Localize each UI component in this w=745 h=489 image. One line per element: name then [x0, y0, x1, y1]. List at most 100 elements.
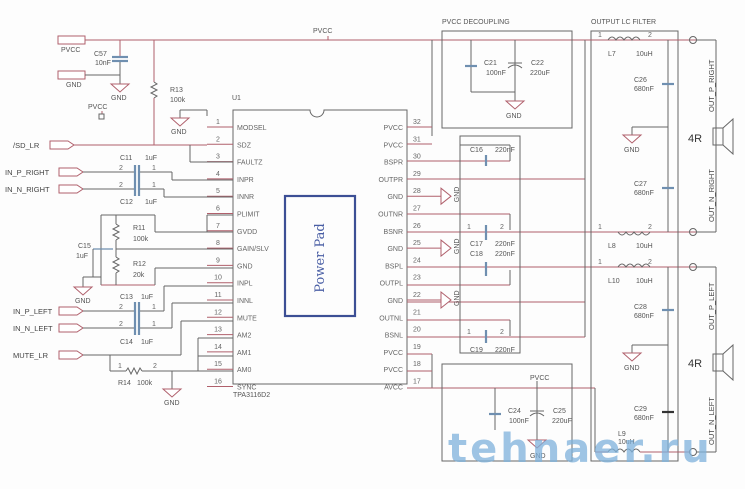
- svg-text:C27: C27: [634, 181, 647, 188]
- sd-net: /SD_LR: [13, 140, 233, 163]
- pin-name: OUTPL: [380, 281, 403, 288]
- pin-number: 3: [216, 154, 220, 161]
- gnd-symbol: GND: [72, 277, 94, 305]
- pin-number: 5: [216, 188, 220, 195]
- pin-number: 6: [216, 206, 220, 213]
- pin-number: 18: [413, 361, 421, 368]
- svg-text:680nF: 680nF: [634, 313, 654, 320]
- pin-name: GND: [237, 263, 253, 270]
- svg-text:OUT_N_LEFT: OUT_N_LEFT: [707, 397, 716, 445]
- pin-number: 26: [413, 223, 421, 230]
- watermark: tehnaer.ru: [448, 426, 713, 472]
- svg-text:R13: R13: [170, 87, 183, 94]
- pin-name: BSPR: [384, 160, 403, 167]
- pin-name: PLIMIT: [237, 212, 260, 219]
- pvcc-lower-block: PVCC C24 100nF C25 220uF GND: [441, 363, 573, 462]
- pvcc-input-port[interactable]: PVCC: [57, 35, 86, 54]
- pvcc-testpoint[interactable]: PVCC: [88, 104, 107, 120]
- pin-number: 20: [413, 327, 421, 334]
- pin-number: 9: [216, 257, 220, 264]
- terminal-out-p-left[interactable]: [689, 263, 697, 271]
- svg-text:PVCC: PVCC: [88, 104, 107, 111]
- svg-text:100nF: 100nF: [486, 70, 506, 77]
- ic-u1: U1 TPA3116D2 Power Pad 1MODSEL2SDZ3FAULT…: [207, 95, 421, 399]
- ic-ref: U1: [232, 95, 241, 102]
- gnd-symbol: GND: [169, 109, 208, 136]
- svg-text:1: 1: [598, 32, 602, 39]
- pin-name: PVCC: [384, 142, 403, 149]
- capacitor-c16: C16 220nF: [470, 147, 515, 166]
- svg-text:C11: C11: [120, 155, 132, 162]
- pvcc-rail: PVCC: [85, 28, 700, 41]
- pin-number: 16: [214, 379, 222, 386]
- svg-text:R14: R14: [118, 380, 131, 387]
- gnd-input-port[interactable]: GND: [57, 70, 86, 89]
- pvcc-decoupling-block: PVCC DECOUPLING C21 100nF C22 220uF GND: [441, 19, 573, 129]
- svg-text:GND: GND: [454, 290, 461, 306]
- pin-name: MODSEL: [237, 125, 267, 132]
- svg-text:GND: GND: [624, 147, 640, 154]
- svg-text:2: 2: [648, 259, 652, 266]
- svg-text:C24: C24: [508, 408, 521, 415]
- pin-name: SDZ: [237, 142, 252, 149]
- svg-text:L8: L8: [608, 243, 616, 250]
- decoupling-title: PVCC DECOUPLING: [442, 19, 510, 26]
- lc-filter-title: OUTPUT LC FILTER: [591, 19, 656, 26]
- pin-name: GND: [387, 246, 403, 253]
- pin-name: INPR: [237, 177, 254, 184]
- svg-text:MUTE_LR: MUTE_LR: [13, 351, 49, 360]
- pin-number: 23: [413, 275, 421, 282]
- terminal-out-n-left[interactable]: [689, 448, 697, 456]
- terminal-out-n-right[interactable]: [689, 228, 697, 236]
- svg-text:R11: R11: [133, 225, 145, 232]
- gnd-port-label: GND: [66, 82, 82, 89]
- svg-text:220uF: 220uF: [552, 418, 572, 425]
- pin-number: 12: [214, 309, 222, 316]
- svg-text:C57: C57: [94, 51, 107, 58]
- svg-text:2: 2: [500, 329, 504, 336]
- pin-name: INNL: [237, 298, 253, 305]
- ic-right-wiring: [407, 40, 700, 389]
- svg-text:C17: C17: [470, 241, 483, 248]
- svg-text:C28: C28: [634, 304, 647, 311]
- capacitor-c11-c12: C11 1uF C12 1uF: [120, 155, 157, 206]
- svg-text:220uF: 220uF: [530, 70, 550, 77]
- right-speaker-output: OUT_P_RIGHT OUT_N_RIGHT 4R: [688, 36, 734, 236]
- svg-text:GND: GND: [506, 113, 522, 120]
- speaker-icon: [712, 127, 724, 146]
- pin-number: 27: [413, 206, 421, 213]
- svg-text:2: 2: [119, 182, 123, 189]
- pin-name: BSNL: [385, 333, 403, 340]
- svg-text:GND: GND: [75, 298, 91, 305]
- gain-divider: R11 100k R12 20k C15 1uF: [76, 214, 233, 286]
- svg-text:220nF: 220nF: [495, 147, 515, 154]
- pin-number: 31: [413, 136, 421, 143]
- gnd-symbol: GND: [109, 83, 131, 102]
- terminal-out-p-right[interactable]: [689, 36, 697, 44]
- svg-text:C19: C19: [470, 347, 483, 354]
- svg-text:C29: C29: [634, 406, 647, 413]
- svg-text:C26: C26: [634, 77, 647, 84]
- svg-text:1: 1: [152, 321, 156, 328]
